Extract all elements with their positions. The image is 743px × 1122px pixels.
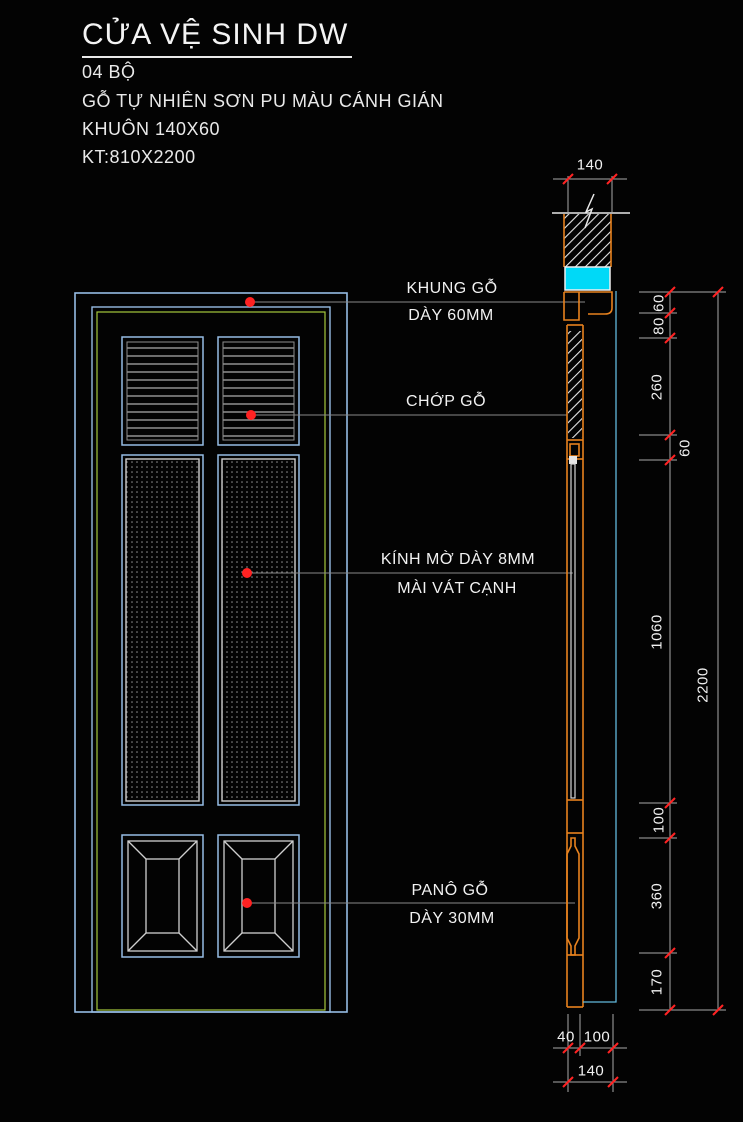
callout-day-30mm: DÀY 30MM [409,910,495,927]
callout-kinh-mo: KÍNH MỜ DÀY 8MM [380,551,536,568]
title-line-frame: KHUÔN 140X60 [82,119,221,139]
frame-head-fill [564,266,611,291]
page-title: CỬA VỆ SINH DW [82,18,353,58]
door-section [552,193,630,1008]
frame-profile [563,291,613,321]
title-line-material: GỖ TỰ NHIÊN SƠN PU MÀU CÁNH GIÁN [82,91,444,111]
dim-bottom-100: 100 [583,1028,611,1046]
dim-360: 360 [648,882,666,910]
glass-section [569,456,577,799]
dim-1060: 1060 [648,614,666,650]
louver-panel-left [121,336,204,446]
louver-section-hatch [568,331,582,438]
leaf-section [566,324,584,1008]
glass-panel-right [217,454,300,806]
wall-finish-line [583,291,617,1003]
dimension-ticks [562,173,724,1088]
dim-top-140: 140 [576,156,604,174]
title-line-size: KT:810X2200 [82,147,196,167]
dim-bottom-140: 140 [577,1062,605,1080]
marker-dot-chop [246,410,256,420]
drawing-title: CỬA VỆ SINH DW [82,18,353,58]
door-elevation [74,292,348,1013]
glass-panel-left [121,454,204,806]
wood-panel-right [217,834,300,958]
callout-markers [242,297,256,908]
dim-60-mid: 60 [676,439,694,457]
callout-khung-go: KHUNG GỖ [406,280,498,297]
dim-100: 100 [650,806,668,834]
dim-bottom-40: 40 [557,1028,575,1046]
louver-panel-right [217,336,300,446]
callout-chop-go: CHỚP GỖ [405,393,487,410]
callout-pano-go: PANÔ GỖ [411,882,489,899]
dim-260: 260 [648,373,666,401]
title-line-quantity: 04 BỘ [82,62,136,82]
marker-dot-kinh [242,568,252,578]
dim-2200: 2200 [694,667,712,703]
callout-leaders [247,301,585,904]
callout-mai-vat: MÀI VÁT CẠNH [397,580,517,597]
frame-outer-rect [74,292,348,1013]
dim-80: 80 [650,317,668,335]
callout-day-60mm: DÀY 60MM [408,307,494,324]
door-leaf-edge [96,311,326,1011]
dim-60-head: 60 [650,294,668,312]
frame-inner-rect [91,306,331,1013]
marker-dot-khung [245,297,255,307]
wall-hatch [563,214,612,267]
dim-170: 170 [648,968,666,996]
marker-dot-pano [242,898,252,908]
wood-panel-left [121,834,204,958]
panel-section-profile [566,837,580,956]
